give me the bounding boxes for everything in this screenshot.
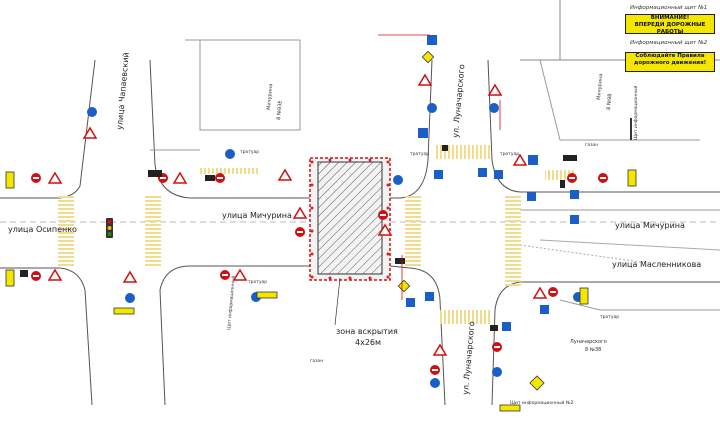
info-board-1-line2: ВПЕРЕДИ ДОРОЖНЫЕ РАБОТЫ: [634, 22, 706, 35]
zone-label-line1: зона вскрытия: [336, 327, 398, 336]
barrier-posts: [20, 145, 577, 331]
label-trotuar-5: тротуар: [500, 152, 519, 157]
red-annotations: [378, 34, 501, 300]
building-1-number: 8 №93Е: [276, 100, 284, 120]
info-board-1: ВНИМАНИЕ! ВПЕРЕДИ ДОРОЖНЫЕ РАБОТЫ: [625, 14, 715, 35]
label-shield-bottom: Щит информационный №2: [510, 399, 574, 406]
yellow-plates: [5, 50, 637, 412]
zone-leader-line: [334, 277, 341, 326]
traffic-light-center: [106, 218, 113, 238]
building-3-name: Луначарского: [570, 339, 607, 345]
label-shield-left: Щит информационный: [225, 275, 237, 330]
label-trotuar-1: тротуар: [240, 150, 259, 155]
blue-signs: [87, 35, 583, 388]
label-gazon-2: газон: [585, 143, 598, 148]
building-2-name: Мичурина: [596, 74, 604, 101]
label-trotuar-3: тротуар: [600, 315, 619, 320]
building-2-number: 8 №98: [606, 93, 613, 110]
pedestrian-crossings: [58, 145, 575, 324]
label-gazon-1: газон: [310, 359, 323, 364]
building-3-number: 8 №38: [585, 347, 601, 353]
warning-triangles: [47, 73, 548, 356]
street-michurina-west: улица Мичурина: [222, 211, 292, 220]
street-lunacharskogo-top: ул. Луначарского: [451, 64, 466, 138]
info-board-2-line2: дорожного движения!: [633, 60, 707, 66]
street-maslennikova: улица Масленникова: [612, 260, 701, 269]
zone-label-line2: 4х26м: [355, 338, 381, 347]
street-osipenko: улица Осипенко: [8, 225, 77, 234]
label-shield-top: Щит информационный: [632, 85, 639, 140]
info-board-2: Соблюдайте Правила дорожного движения!: [625, 52, 715, 72]
label-trotuar-2: тротуар: [248, 280, 267, 285]
excavation-zone: [309, 157, 391, 281]
street-chapaevsky: улица Чапаевский: [115, 52, 131, 130]
info-board-markers: Щит информационный Щит информационный №2: [510, 85, 639, 406]
info-board-1-title: Информационный щит №1: [630, 5, 708, 11]
label-trotuar-4: тротуар: [410, 152, 429, 157]
info-board-2-line1: Соблюдайте Правила: [635, 53, 705, 59]
building-1-name: Мичурина: [266, 84, 274, 111]
info-board-1-line1: ВНИМАНИЕ!: [650, 15, 690, 21]
road-edges: [0, 0, 720, 406]
street-lunacharskogo-bottom: ул. Луначарского: [461, 321, 476, 395]
street-michurina-east: улица Мичурина: [615, 221, 685, 230]
info-board-2-title: Информационный щит №2: [630, 40, 708, 46]
